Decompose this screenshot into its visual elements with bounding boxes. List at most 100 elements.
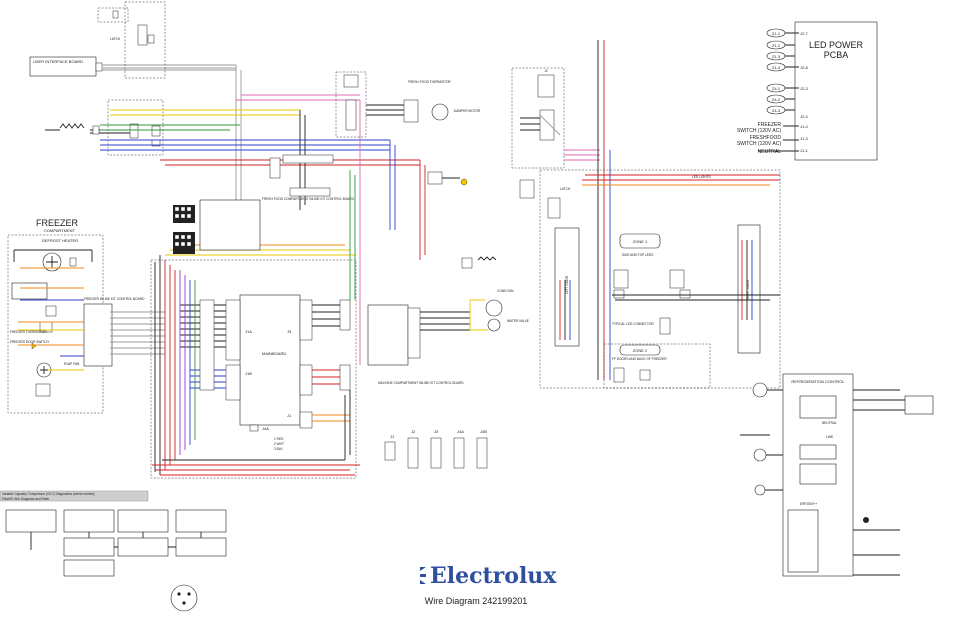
- left-door-label: LEFT DOOR: [565, 275, 569, 294]
- relay-box: [799, 463, 837, 485]
- zone-1-label: ZONE 1: [633, 239, 648, 244]
- switch-label: FRESHFOOD: [750, 135, 782, 141]
- pin-label: Z1-4: [772, 65, 781, 70]
- pin-blk: 3 BLK: [274, 447, 284, 451]
- water-valve-label: WATER VALVE: [507, 319, 529, 323]
- brand-block: Electrolux Wire Diagram 242199201: [420, 563, 557, 606]
- latch-label: LATCH: [560, 187, 571, 191]
- flow-step: [5, 509, 57, 533]
- switch-label: SWITCH (120V AC): [737, 141, 782, 147]
- connector: [407, 307, 421, 359]
- pin-label: Z4-2: [772, 97, 781, 102]
- connector: [547, 197, 561, 219]
- connector: [519, 179, 535, 199]
- flow-step: [63, 509, 115, 533]
- header-j3: J3: [434, 429, 439, 434]
- connector: [343, 74, 359, 88]
- mainboard-label: MAINBOARD: [262, 351, 286, 356]
- connector: [69, 257, 77, 267]
- connector-j1: [299, 364, 313, 396]
- connector: [403, 99, 419, 123]
- user-interface-area: USER INTERFACE BOARD LATCH: [29, 1, 236, 156]
- compartment-label: COMPARTMENT: [44, 228, 76, 233]
- connector: [476, 437, 488, 469]
- connector: [427, 171, 443, 185]
- freezer-compartment: FREEZER COMPARTMENT DEFROST HEATER FREEZ…: [7, 218, 165, 414]
- j1b-label: J1B: [245, 371, 252, 376]
- right-door-area: [107, 99, 164, 156]
- connector: [345, 99, 357, 131]
- pin-label: Z1-3: [772, 54, 781, 59]
- flow-step: [63, 537, 115, 557]
- damper-motor-icon: [752, 382, 768, 398]
- lamp-icon: [460, 178, 468, 186]
- evap-fan-label: EVAP FAN: [64, 362, 80, 366]
- typical-led-label: TYPICAL LED CONNECTOR: [612, 322, 654, 326]
- connector: [129, 123, 139, 139]
- connector: [282, 154, 334, 164]
- connector-headers: J1 J2 J3 J4A J4B: [384, 429, 488, 469]
- header-j2: J2: [411, 429, 416, 434]
- ff-board-label: FRESH FOOD COMPARTMENT INLINE KIT CONTRO…: [262, 197, 355, 201]
- connector: [669, 269, 685, 289]
- pin-label: Z4-1: [772, 86, 781, 91]
- cond-fan-label: COND FAN: [497, 289, 514, 293]
- j4a-label: J4A: [262, 426, 269, 431]
- pin-label: J2-3: [800, 86, 809, 91]
- connector: [339, 299, 351, 331]
- j3-label: J3: [287, 329, 292, 334]
- defrost-heater-label: DEFROST HEATER: [42, 238, 78, 243]
- switch-label: SWITCH (120V AC): [737, 128, 782, 134]
- connector: [613, 289, 625, 299]
- heater-coil: [59, 123, 85, 129]
- relay-box: [799, 444, 837, 460]
- freezer-door-label: FREEZER DOOR SWITCH: [10, 340, 49, 344]
- connector: [537, 74, 555, 98]
- diagram-caption: Wire Diagram 242199201: [425, 596, 528, 606]
- j2-label: J2: [544, 69, 548, 73]
- connector-j3: [299, 299, 313, 341]
- connector: [249, 424, 259, 432]
- fresh-food-control-board: [199, 199, 261, 251]
- heater-coil: [477, 256, 497, 261]
- freezer-board-label: FREEZER INLINE KIT CONTROL BOARD: [84, 297, 145, 301]
- connector: [199, 299, 215, 391]
- compressor-plug-icon: [170, 584, 198, 612]
- ui-board-label: USER INTERFACE BOARD: [33, 59, 83, 64]
- connector: [659, 317, 671, 335]
- fresh-food-control-area: FRESH FOOD COMPARTMENT INLINE KIT CONTRO…: [173, 154, 355, 254]
- freezer-control-board: [83, 303, 113, 367]
- connector: [151, 125, 161, 137]
- switch-label: FREEZER: [758, 122, 782, 128]
- line-label: LINE: [826, 435, 833, 439]
- damper-harness: [335, 71, 367, 138]
- cond-fan-icon: [485, 299, 503, 317]
- damper-motor-icon: [431, 103, 449, 121]
- connector: [613, 269, 629, 289]
- connector: [45, 305, 57, 317]
- pin-label: J2-4: [800, 114, 809, 119]
- header-j4b: J4B: [480, 429, 487, 434]
- water-valve-icon: [487, 318, 501, 332]
- aux-box: [904, 395, 934, 415]
- pin-wht: 2 WHT: [274, 442, 284, 446]
- pin-label: Z1-2: [772, 43, 781, 48]
- switch: [112, 10, 119, 19]
- connector: [407, 437, 419, 469]
- brand-name: Electrolux: [430, 563, 557, 589]
- vcc-subtitle: Flash/Fr Ahh Diagnose and Refer: [2, 497, 50, 501]
- pin-label: J1-3: [800, 136, 809, 141]
- zone-2-badge: [619, 344, 661, 356]
- connector: [639, 369, 651, 381]
- j1a-label: J1A: [245, 329, 252, 334]
- connector: [339, 364, 351, 391]
- left-door-led-bar: [554, 227, 580, 347]
- damper-label: DAMPER MOTOR: [454, 109, 481, 113]
- connector: [430, 437, 442, 469]
- right-door-label: RIGHT DOOR: [746, 279, 750, 300]
- led-power-subtitle: PCBA: [824, 50, 849, 60]
- ff-thermistor-label: FRESH FOOD THERMISTOR: [408, 80, 451, 84]
- connector: [35, 383, 51, 397]
- machine-board-label: MACHINE COMPARTMENT INLINE KIT CONTROL B…: [378, 381, 464, 385]
- relay-box: [799, 395, 837, 419]
